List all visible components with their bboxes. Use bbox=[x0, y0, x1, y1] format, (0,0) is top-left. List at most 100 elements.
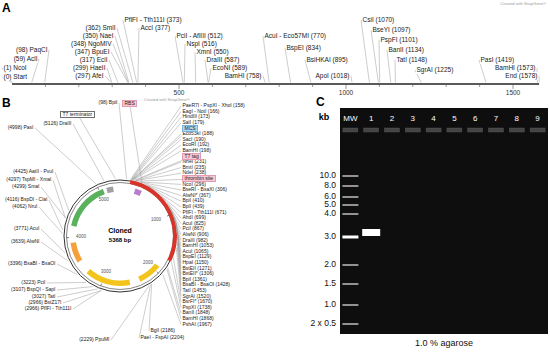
leader-line bbox=[539, 76, 540, 83]
leader-line bbox=[45, 50, 49, 83]
ring-tick-label: 4000 bbox=[76, 235, 86, 240]
leader-line bbox=[49, 200, 63, 230]
site-label: EcoNI (589) bbox=[212, 64, 248, 71]
site-label: PflFI - Tth111I (373) bbox=[124, 16, 182, 23]
site-label: AccI (377) bbox=[140, 24, 171, 31]
leader-line bbox=[263, 36, 269, 83]
site-label: PshAI (1967) bbox=[182, 322, 212, 328]
site-label: (4998) PasI bbox=[7, 125, 34, 131]
gel-well bbox=[385, 128, 400, 132]
site-label: BglI (2186) bbox=[150, 328, 175, 334]
ruler-tick bbox=[78, 84, 79, 87]
leader-line bbox=[41, 229, 65, 253]
marker-band bbox=[342, 264, 358, 266]
leader-line bbox=[184, 44, 186, 83]
ruler-tick bbox=[312, 84, 313, 87]
leader-line bbox=[113, 44, 128, 83]
leader-line bbox=[361, 20, 369, 83]
leader-line bbox=[144, 184, 181, 196]
leader-line bbox=[162, 197, 181, 218]
gel-well bbox=[489, 128, 504, 132]
sample-band bbox=[362, 229, 380, 236]
leader-line bbox=[39, 207, 63, 234]
leader-line bbox=[133, 140, 181, 180]
gel-image bbox=[340, 108, 548, 334]
leader-line bbox=[132, 117, 181, 179]
site-label: End (1578) bbox=[505, 72, 538, 79]
site-label: (2966) BstZ17I bbox=[28, 300, 62, 306]
lane-label: 3 bbox=[411, 115, 415, 124]
plasmid-backbone bbox=[64, 180, 176, 292]
ruler-tick bbox=[479, 84, 480, 87]
scale-label: 1000 bbox=[338, 89, 353, 96]
ring-tick-label: 1000 bbox=[151, 218, 161, 223]
site-label: (2229) PpuMI bbox=[79, 337, 110, 343]
site-label: (2966) PflFI - Tth111I bbox=[24, 306, 72, 312]
plasmid-feature bbox=[87, 269, 131, 286]
ruler-tick bbox=[112, 84, 113, 87]
site-label: CsiI (1070) bbox=[362, 16, 395, 23]
ruler-tick bbox=[45, 84, 46, 87]
leader-line bbox=[47, 282, 86, 284]
lane-label: MW bbox=[343, 115, 357, 124]
leader-line bbox=[57, 287, 93, 290]
ruler-tick bbox=[179, 84, 180, 89]
leader-line bbox=[371, 30, 378, 83]
site-label: TatI (1148) bbox=[396, 56, 428, 63]
site-label: BanII (1134) bbox=[388, 46, 424, 53]
site-label: ApoI (1018) bbox=[315, 72, 350, 79]
leader-line bbox=[107, 68, 112, 83]
ruler-tick bbox=[513, 84, 514, 89]
site-label: PciI - AflIII (512) bbox=[176, 32, 223, 39]
site-label: (350) NaeI bbox=[82, 32, 114, 39]
feature-name: T7 tag bbox=[185, 153, 199, 159]
gel-well bbox=[509, 128, 524, 132]
feature-label: T7 terminator bbox=[60, 111, 95, 118]
ruler-tick bbox=[279, 84, 280, 87]
site-label: PspFI (1101) bbox=[380, 36, 418, 43]
leader-line bbox=[387, 50, 391, 83]
ring-tick-label: 2000 bbox=[143, 261, 153, 266]
leader-line bbox=[133, 145, 181, 180]
panel-letter: B bbox=[2, 97, 11, 110]
site-label: (3027) TatI bbox=[31, 294, 56, 300]
leader-line bbox=[73, 290, 101, 309]
site-label: (4062) NruI bbox=[12, 204, 38, 210]
site-label: XmnI (550) bbox=[196, 48, 229, 55]
drawn-details bbox=[45, 84, 545, 325]
gel-well bbox=[426, 128, 441, 132]
site-label: (1) NcoI bbox=[3, 64, 27, 71]
marker-size: 5.0 bbox=[324, 200, 336, 209]
site-label: BspEI (834) bbox=[286, 44, 321, 51]
site-label: (3771) AcuI bbox=[13, 226, 40, 232]
leader-line bbox=[139, 285, 151, 338]
leader-line bbox=[123, 20, 137, 83]
site-label: BamHI (758) bbox=[224, 72, 262, 79]
lane-label: 9 bbox=[535, 115, 539, 124]
site-label: (4299) SmaI bbox=[11, 184, 40, 190]
gel-well bbox=[530, 128, 545, 132]
feature-label: RBS bbox=[122, 100, 137, 107]
site-label: (348) NgoMIV bbox=[71, 40, 112, 47]
marker-size: 8.0 bbox=[324, 181, 336, 190]
site-label: (0) Start bbox=[3, 73, 27, 80]
feature-name: MCS bbox=[185, 125, 196, 131]
watermark: Created with SnapGene® bbox=[500, 2, 546, 6]
leader-line bbox=[177, 237, 181, 279]
leader-line bbox=[115, 36, 129, 83]
sequence-ruler bbox=[12, 83, 539, 85]
marker-band bbox=[342, 196, 358, 198]
site-label: (317) EciI bbox=[79, 56, 108, 63]
site-label: (362) SmlI bbox=[85, 24, 116, 31]
watermark: Created with SnapGene® bbox=[144, 98, 190, 102]
plasmid-feature bbox=[106, 186, 114, 193]
ring-tick bbox=[157, 272, 159, 274]
marker-size: 10.0 bbox=[319, 171, 336, 180]
ruler-tick bbox=[145, 84, 146, 87]
lane-label: 8 bbox=[515, 115, 519, 124]
leader-line bbox=[195, 52, 197, 83]
ruler-tick bbox=[446, 84, 447, 87]
site-label: (5126) DraIII bbox=[43, 121, 72, 127]
leader-line bbox=[170, 208, 181, 235]
